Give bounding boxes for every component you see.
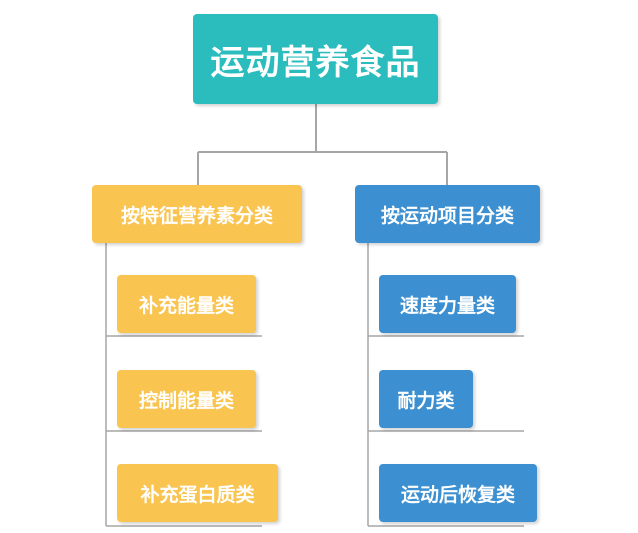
leaf-node-protein-supplement: 补充蛋白质类 <box>117 464 278 522</box>
leaf-node-speed-strength: 速度力量类 <box>379 275 516 333</box>
leaf-node-recovery: 运动后恢复类 <box>379 464 537 522</box>
branch-node-nutrient: 按特征营养素分类 <box>92 185 302 243</box>
branch-node-sport: 按运动项目分类 <box>355 185 540 243</box>
leaf-node-energy-supplement: 补充能量类 <box>117 275 256 333</box>
leaf-node-energy-control: 控制能量类 <box>117 370 256 428</box>
leaf-node-endurance: 耐力类 <box>379 370 473 428</box>
root-node: 运动营养食品 <box>193 14 438 104</box>
